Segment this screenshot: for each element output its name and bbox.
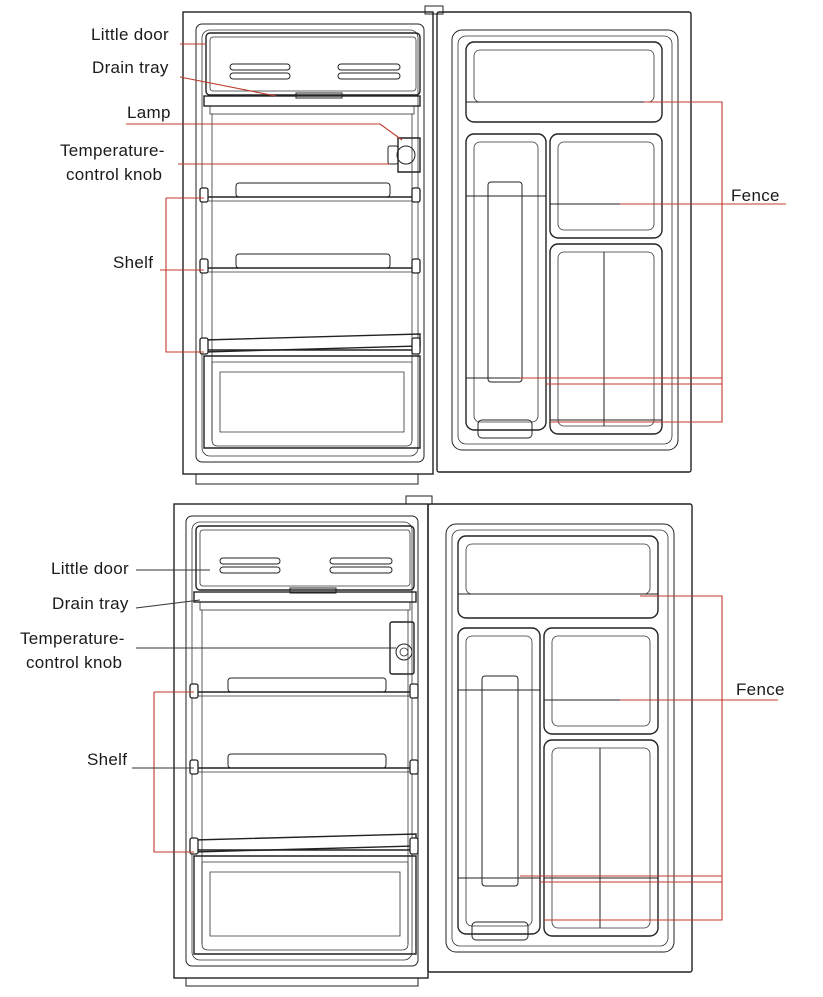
bottom-label-drain-tray: Drain tray bbox=[52, 594, 129, 613]
bottom-label-fence: Fence bbox=[736, 680, 785, 699]
top-fridge bbox=[182, 5, 692, 485]
top-door bbox=[436, 11, 692, 473]
top-drain-tray bbox=[203, 95, 421, 115]
top-label-fence: Fence bbox=[731, 186, 780, 205]
top-shelf-1 bbox=[199, 182, 421, 203]
bottom-cabinet-inner bbox=[185, 515, 419, 967]
bottom-drain-tray bbox=[193, 591, 417, 611]
bottom-label-temp-line1: Temperature- bbox=[20, 629, 125, 648]
bottom-crisper-drawer bbox=[193, 855, 417, 955]
top-leaders bbox=[126, 43, 786, 423]
top-shelf-2 bbox=[199, 253, 421, 274]
bottom-cabinet bbox=[173, 503, 429, 979]
bottom-shelf-1 bbox=[189, 677, 419, 699]
bottom-label-shelf: Shelf bbox=[87, 750, 127, 769]
top-label-shelf: Shelf bbox=[113, 253, 153, 272]
bottom-label-little-door: Little door bbox=[51, 559, 129, 578]
bottom-fridge bbox=[173, 495, 693, 987]
bottom-shelf-3 bbox=[189, 833, 419, 855]
top-label-lamp: Lamp bbox=[127, 103, 171, 122]
top-lamp-knob bbox=[387, 137, 421, 173]
bottom-label-temp-line2: control knob bbox=[26, 653, 122, 672]
top-label-little-door: Little door bbox=[91, 25, 169, 44]
top-cabinet bbox=[182, 11, 434, 475]
bottom-shelf-2 bbox=[189, 753, 419, 775]
bottom-little-door bbox=[195, 525, 415, 594]
top-little-door bbox=[205, 32, 421, 99]
bottom-knob bbox=[389, 621, 415, 675]
top-crisper-drawer bbox=[203, 355, 421, 449]
top-shelf-3 bbox=[199, 333, 421, 355]
top-label-drain-tray: Drain tray bbox=[92, 58, 169, 77]
top-label-temp-line1: Temperature- bbox=[60, 141, 165, 160]
top-label-temp-line2: control knob bbox=[66, 165, 162, 184]
top-cabinet-inner bbox=[195, 23, 425, 463]
bottom-leaders bbox=[132, 569, 778, 921]
bottom-door bbox=[427, 503, 693, 973]
